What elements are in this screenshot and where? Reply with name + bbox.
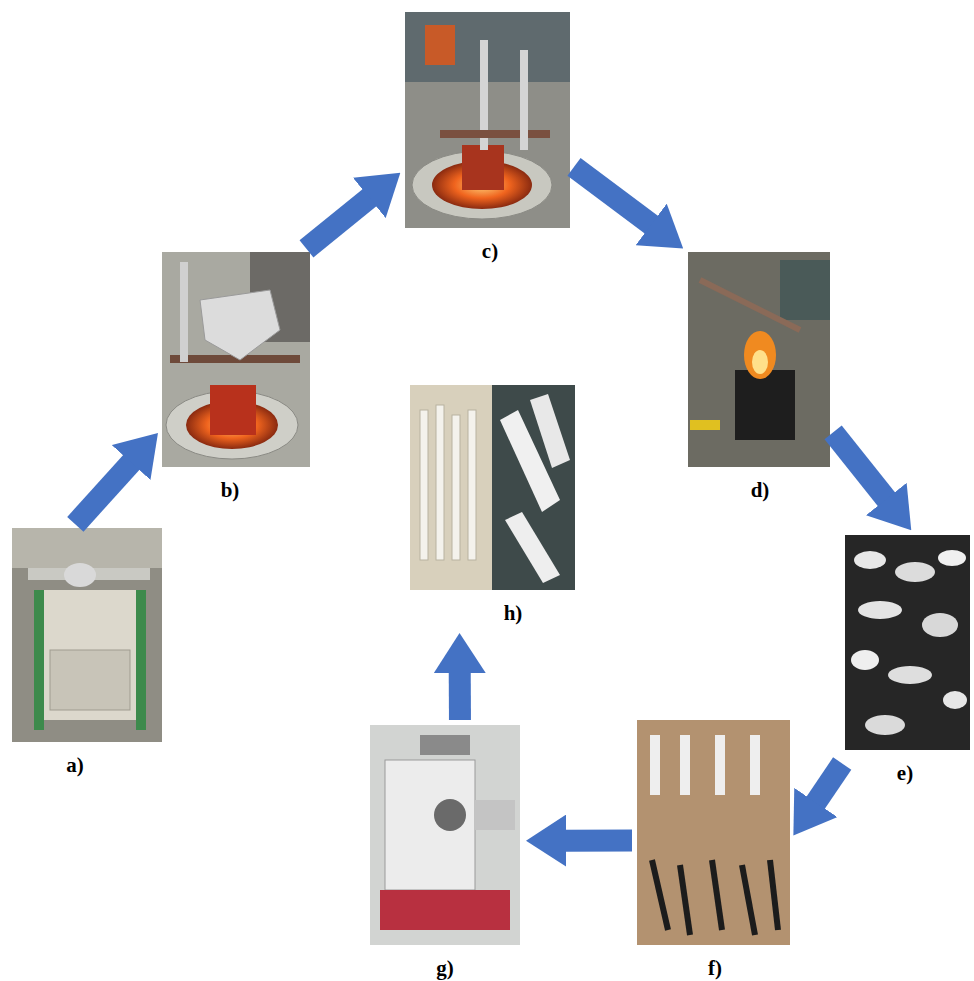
photo-ground bbox=[845, 535, 970, 750]
crucible bbox=[462, 145, 504, 190]
test-plate bbox=[530, 394, 570, 468]
specimens-photo bbox=[637, 720, 790, 945]
pouring-photo bbox=[688, 252, 830, 467]
process-step: e) bbox=[845, 535, 970, 787]
specimen-bar bbox=[750, 735, 760, 795]
melting-photo bbox=[405, 12, 570, 228]
furnace-door bbox=[50, 650, 130, 710]
flow-arrow bbox=[306, 197, 370, 249]
flow-arrow bbox=[833, 432, 887, 499]
specimen-bar bbox=[680, 735, 690, 795]
photo-ground bbox=[370, 725, 520, 945]
machine bbox=[425, 25, 455, 65]
tool-post bbox=[475, 800, 515, 830]
casting bbox=[943, 691, 967, 709]
lathe-base bbox=[380, 890, 510, 930]
tensile-rod bbox=[420, 410, 428, 560]
frame-bar bbox=[520, 50, 528, 150]
step-label: h) bbox=[502, 602, 525, 625]
casting bbox=[922, 613, 958, 637]
black-rod bbox=[680, 865, 690, 935]
casting bbox=[895, 562, 935, 582]
flow-arrow bbox=[815, 764, 842, 804]
black-rod bbox=[712, 860, 722, 930]
process-step: d) bbox=[688, 252, 830, 504]
photo-ground bbox=[12, 528, 162, 742]
tensile-rod bbox=[436, 405, 444, 560]
photo-ground bbox=[492, 385, 575, 590]
crucible-tongs bbox=[440, 130, 550, 138]
photo-ground bbox=[637, 720, 790, 945]
pouring-ladle bbox=[700, 280, 800, 330]
step-label: d) bbox=[749, 479, 772, 502]
process-step: h) bbox=[410, 385, 575, 627]
ladle bbox=[64, 563, 96, 587]
furnace-body bbox=[34, 590, 146, 720]
furnace-photo bbox=[12, 528, 162, 742]
black-rod bbox=[652, 860, 668, 930]
step-label: f) bbox=[706, 957, 724, 980]
casting bbox=[865, 715, 905, 735]
photo-ground bbox=[688, 252, 830, 467]
process-step: f) bbox=[637, 720, 790, 981]
step-label: b) bbox=[219, 479, 242, 502]
process-step: a) bbox=[12, 528, 162, 779]
photo-background bbox=[780, 260, 830, 320]
test-specimens-photo bbox=[410, 385, 575, 590]
test-plate bbox=[505, 512, 560, 583]
charging-photo bbox=[162, 252, 310, 467]
process-step: b) bbox=[162, 252, 310, 504]
lathe-headstock bbox=[385, 760, 475, 890]
black-rod bbox=[770, 860, 778, 930]
process-step: g) bbox=[370, 725, 520, 981]
step-label: a) bbox=[64, 754, 86, 777]
scrap-tray bbox=[200, 290, 280, 360]
tensile-rod bbox=[468, 410, 476, 560]
casting bbox=[888, 666, 932, 684]
casting bbox=[854, 551, 886, 569]
flow-arrow bbox=[449, 672, 471, 720]
frame-bar bbox=[180, 262, 188, 362]
specimen-bar bbox=[715, 735, 725, 795]
step-label: e) bbox=[895, 762, 915, 785]
process-step: c) bbox=[405, 12, 570, 265]
furnace-post bbox=[34, 590, 44, 730]
flame bbox=[752, 350, 768, 374]
lathe-top bbox=[420, 735, 470, 755]
flow-arrow bbox=[574, 167, 652, 225]
mould bbox=[735, 370, 795, 440]
tensile-rod bbox=[452, 415, 460, 560]
lathe-photo bbox=[370, 725, 520, 945]
lathe-chuck bbox=[434, 799, 466, 831]
specimen-bar bbox=[650, 735, 660, 795]
photo-wall bbox=[12, 528, 162, 568]
step-label: c) bbox=[480, 240, 500, 263]
flow-arrow bbox=[75, 462, 131, 524]
furnace-post bbox=[136, 590, 146, 730]
crucible bbox=[210, 385, 256, 435]
photo-ground bbox=[410, 385, 492, 590]
flame bbox=[744, 331, 776, 379]
casting bbox=[851, 650, 879, 670]
castings-photo bbox=[845, 535, 970, 750]
floor-mark bbox=[690, 420, 720, 430]
black-rod bbox=[742, 865, 755, 935]
step-label: g) bbox=[434, 957, 456, 980]
flow-arrow bbox=[565, 830, 632, 852]
casting bbox=[938, 550, 966, 566]
photo-ground bbox=[405, 12, 570, 228]
casting bbox=[858, 601, 902, 619]
photo-ground bbox=[162, 252, 310, 467]
